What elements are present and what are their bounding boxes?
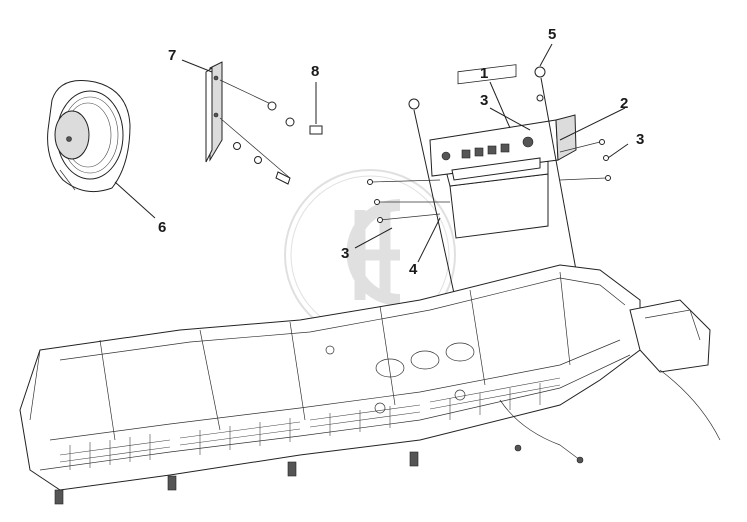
leader-line-2: [559, 107, 626, 141]
leader-line-3c: [354, 227, 393, 249]
leader-line-3b: [607, 143, 629, 159]
bracket-part: [205, 61, 223, 163]
leader-line-4: [417, 217, 441, 263]
bracket-screws: [219, 79, 295, 185]
leader-line-5: [539, 43, 553, 67]
callout-label-1: 1: [480, 65, 489, 82]
leader-line-7: [181, 59, 213, 73]
radio-screws: [367, 139, 611, 223]
callout-label-6: 6: [158, 219, 167, 236]
leader-line-3a: [489, 107, 531, 131]
callout-label-3c: 3: [341, 245, 350, 262]
callout-label-8: 8: [311, 63, 320, 80]
leader-line-1: [489, 81, 511, 129]
radio-unit-part: [429, 64, 577, 239]
bolt-part: [309, 82, 323, 135]
callout-label-5: 5: [548, 26, 557, 43]
callout-label-3a: 3: [480, 92, 489, 109]
speaker-part: [47, 80, 131, 193]
dashboard-frame: [19, 264, 721, 505]
callout-label-2: 2: [620, 95, 629, 112]
callout-label-7: 7: [168, 47, 177, 64]
callout-label-3b: 3: [636, 131, 645, 148]
leader-line-6: [114, 181, 156, 219]
callout-label-4: 4: [409, 261, 418, 278]
